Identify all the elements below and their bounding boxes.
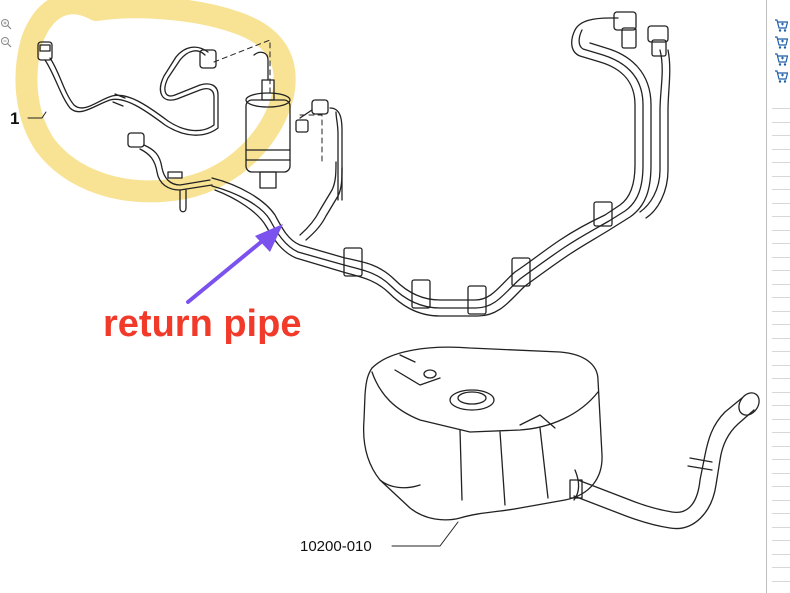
- panel-rule: [772, 162, 790, 163]
- fuel-system-diagram: return pipe 10200-010 1: [10, 0, 760, 555]
- panel-rule: [772, 527, 790, 528]
- panel-rule: [772, 419, 790, 420]
- callout-leader: [27, 111, 47, 119]
- cart-icon[interactable]: [774, 69, 789, 84]
- panel-rule: [772, 108, 790, 109]
- right-connectors: [574, 11, 671, 219]
- return-pipe-bundle: [211, 29, 652, 317]
- zoom-in-icon[interactable]: [0, 18, 12, 30]
- panel-rule: [772, 324, 790, 325]
- fuel-tank: [362, 346, 603, 521]
- panel-rule: [772, 459, 790, 460]
- panel-rule: [772, 432, 790, 433]
- panel-rule: [772, 230, 790, 231]
- pipe-clips: [343, 201, 613, 315]
- annotation-label: return pipe: [103, 303, 301, 345]
- panel-rule: [772, 486, 790, 487]
- callout-number: 1: [10, 109, 19, 128]
- panel-rule: [772, 365, 790, 366]
- panel-rule: [772, 405, 790, 406]
- yellow-highlight: [15, 0, 296, 203]
- panel-rule: [772, 297, 790, 298]
- panel-rule: [772, 513, 790, 514]
- return-pipe-connector: [127, 132, 213, 213]
- panel-rule: [772, 554, 790, 555]
- panel-rule: [772, 500, 790, 501]
- annotation-arrow: [186, 224, 283, 304]
- panel-rule: [772, 270, 790, 271]
- panel-rule: [772, 540, 790, 541]
- panel-rule: [772, 581, 790, 582]
- panel-rule: [772, 567, 790, 568]
- pipe-assembly-1: [37, 41, 219, 136]
- panel-rule: [772, 378, 790, 379]
- panel-rule: [772, 311, 790, 312]
- filter-connector: [295, 99, 343, 201]
- panel-rule: [772, 392, 790, 393]
- panel-rule: [772, 216, 790, 217]
- parts-list-panel: [766, 0, 790, 593]
- cart-icon[interactable]: [774, 52, 789, 67]
- panel-rule: [772, 338, 790, 339]
- panel-rule: [772, 122, 790, 123]
- panel-rule: [772, 189, 790, 190]
- panel-rule: [772, 149, 790, 150]
- panel-rule: [772, 284, 790, 285]
- part-number-label: 10200-010: [300, 538, 372, 555]
- panel-rule: [772, 351, 790, 352]
- zoom-out-icon[interactable]: [0, 36, 12, 48]
- filler-neck: [569, 392, 760, 530]
- panel-rule: [772, 243, 790, 244]
- panel-rule: [772, 473, 790, 474]
- panel-rule: [772, 176, 790, 177]
- panel-rule: [772, 446, 790, 447]
- cart-icon[interactable]: [774, 35, 789, 50]
- cart-icon[interactable]: [774, 18, 789, 33]
- panel-rule: [772, 257, 790, 258]
- fuel-filter: [245, 51, 291, 189]
- panel-rule: [772, 203, 790, 204]
- panel-rule: [772, 135, 790, 136]
- part-number-leader: [391, 521, 459, 547]
